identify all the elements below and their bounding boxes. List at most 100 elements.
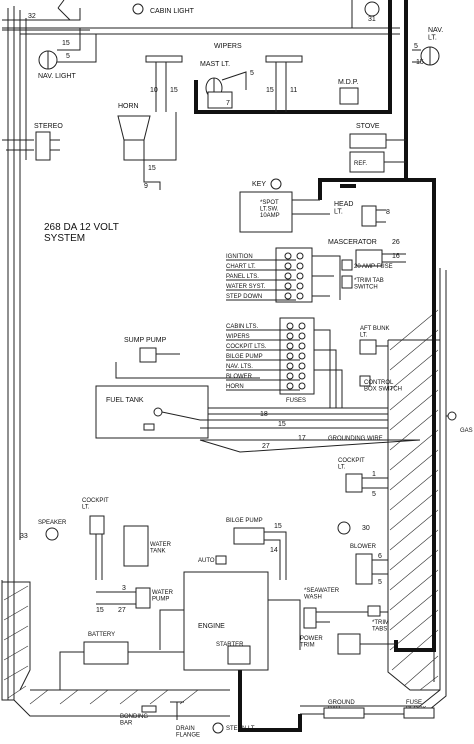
- wire-15-fuel: 15: [278, 421, 286, 428]
- wire-5-mast: 5: [250, 70, 254, 77]
- wire-32: 32: [28, 13, 36, 20]
- ref-label: REF.: [354, 161, 367, 167]
- ground-bar: GROUNDBAR: [323, 700, 365, 719]
- engine: ENGINE STARTER: [159, 571, 301, 671]
- hull-hatch-right: [387, 309, 440, 691]
- switch-list-bottom: CABIN LTS. WIPERS COCKPIT LTS. BILGE PUM…: [226, 324, 267, 390]
- wire-15-bp: 15: [274, 523, 282, 530]
- nav-lt-right-label: NAV.LT.: [428, 27, 443, 42]
- fuse-20amp: 20 AMP FUSE: [341, 259, 393, 271]
- wire-27-wp: 27: [118, 607, 126, 614]
- fuses-label: FUSES: [286, 398, 306, 404]
- fuse-20amp-label: 20 AMP FUSE: [354, 264, 393, 270]
- auto-switch: AUTO: [198, 555, 227, 565]
- macerator-label: MASCERATOR: [328, 239, 377, 246]
- gas: GAS: [446, 411, 473, 434]
- grounding-wire-label: GROUNDING WIRE: [328, 436, 383, 442]
- wipers: WIPERS 10 15 15 11: [145, 43, 303, 112]
- key-label: KEY: [252, 181, 266, 188]
- bilge-pump-label: BILGE PUMP: [226, 518, 263, 524]
- wire-16: 16: [392, 253, 400, 260]
- wire-5-bl: 5: [378, 579, 382, 586]
- switch-panel-bottom: CABIN LTS. WIPERS COCKPIT LTS. BILGE PUM…: [226, 317, 343, 408]
- mdp-label: M.D.P.: [338, 79, 359, 86]
- sump-pump: SUMP PUMP: [115, 337, 260, 379]
- engine-label: ENGINE: [198, 623, 225, 630]
- auto-label: AUTO: [198, 558, 215, 564]
- fuel-tank: FUEL TANK 18 15 17 27 GROUNDING WIRE: [95, 385, 421, 453]
- switch-label: BLOWER: [226, 374, 253, 380]
- wire-31: 31: [368, 16, 376, 23]
- wire-11: 11: [290, 87, 297, 94]
- main-feed-wires: [194, 0, 436, 732]
- blower: 30 BLOWER 6 5: [337, 521, 388, 586]
- cabin-light: CABIN LIGHT 32 31: [28, 0, 380, 28]
- stern-lt-label: STERN LT.: [226, 726, 256, 732]
- wire-9: 9: [144, 183, 148, 190]
- switch-label: PANEL LTS.: [226, 274, 259, 280]
- switch-label: HORN: [226, 384, 244, 390]
- hull-hatch-bottom: [2, 581, 230, 705]
- wire-33: 33: [20, 533, 28, 540]
- wire-15-w1: 15: [170, 87, 178, 94]
- stereo: STEREO: [34, 123, 63, 161]
- mdp: M.D.P.: [338, 79, 359, 105]
- horn: HORN 15 9: [117, 103, 177, 190]
- nav-light-left-label: NAV. LIGHT: [38, 73, 76, 80]
- wire-5-navr: 5: [414, 43, 418, 50]
- wire-14: 14: [270, 547, 278, 554]
- wire-15-horn: 15: [148, 165, 156, 172]
- switch-label: STEP DOWN: [226, 294, 262, 300]
- horn-label: HORN: [118, 103, 139, 110]
- wire-5-navl: 5: [66, 53, 70, 60]
- wire-26: 26: [392, 239, 400, 246]
- stern-light: STERN LT.: [212, 722, 256, 734]
- fuse-block: FUSEBLOCK: [403, 700, 435, 719]
- switch-panel-top: IGNITION CHART LT. PANEL LTS. WATER SYST…: [226, 247, 341, 303]
- switch-label: BILGE PUMP: [226, 354, 263, 360]
- wire-27-fuel: 27: [262, 443, 270, 450]
- nav-light-left: NAV. LIGHT 15 5: [38, 28, 97, 80]
- wire-17: 17: [298, 435, 306, 442]
- wire-18: 18: [260, 411, 268, 418]
- sump-pump-label: SUMP PUMP: [124, 337, 167, 344]
- switch-label: COCKPIT LTS.: [226, 344, 267, 350]
- macerator: MASCERATOR 26 16: [328, 239, 406, 267]
- battery: BATTERY: [59, 632, 184, 690]
- wire-15-navl: 15: [62, 40, 70, 47]
- stereo-label: STEREO: [34, 123, 63, 130]
- blower-label: BLOWER: [350, 544, 377, 550]
- speaker-label: SPEAKER: [38, 520, 67, 526]
- mast-light: MAST LT. 7 5: [200, 61, 254, 109]
- switch-label: WIPERS: [226, 334, 250, 340]
- battery-label: BATTERY: [88, 632, 115, 638]
- switch-label: WATER SYST.: [226, 284, 266, 290]
- switch-label: CHART LT.: [226, 264, 256, 270]
- stove-label: STOVE: [356, 123, 380, 130]
